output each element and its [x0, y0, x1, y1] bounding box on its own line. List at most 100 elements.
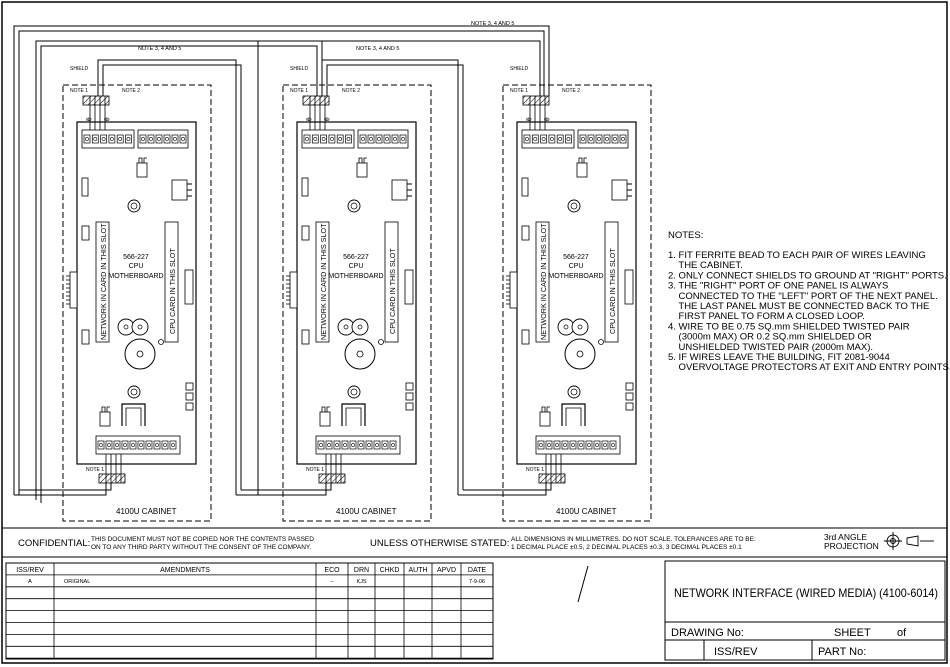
unless-label: UNLESS OTHERWISE STATED: [370, 538, 509, 549]
cpu-card-slot [384, 221, 399, 343]
amendments-header: DRN [354, 567, 369, 574]
note-line: 1. FIT FERRITE BEAD TO EACH PAIR OF WIRE… [668, 250, 926, 261]
ferrite-bead-top [82, 95, 110, 106]
amendments-cell: – [330, 579, 334, 585]
note2-label: NOTE 2 [122, 88, 140, 94]
slot-left-label: NETWORK IN CARD IN THIS SLOT [99, 223, 108, 340]
edge-connector [289, 271, 298, 309]
note-line: OVERVOLTAGE PROTECTORS AT EXIT AND ENTRY… [668, 362, 950, 373]
svg-text:ↂ: ↂ [526, 117, 532, 122]
top-left-connector [521, 129, 575, 149]
cabinet-label: 4100U CABINET [336, 507, 397, 516]
note-line: 3. THE "RIGHT" PORT OF ONE PANEL IS ALWA… [668, 281, 888, 292]
projection-line2: PROJECTION [824, 541, 879, 551]
board-line2: CPU [129, 263, 144, 270]
unless-text-1: ALL DIMENSIONS IN MILLIMETRES. DO NOT SC… [511, 536, 756, 543]
confidential-text-2: ON TO ANY THIRD PARTY WITHOUT THE CONSEN… [91, 544, 311, 551]
amendments-cell: KJS [356, 579, 366, 585]
note-line: 2. ONLY CONNECT SHIELDS TO GROUND AT "RI… [668, 270, 947, 281]
note1-bottom-label: NOTE 1 [86, 467, 104, 473]
amendments-header: APVD [437, 567, 456, 574]
network-loop-wiring [13, 25, 552, 503]
panel-1: SHIELD NOTE 1 NOTE 2 NOTE 1 ↂ ↂ NETWORK [62, 66, 212, 522]
cpu-card-slot [164, 221, 179, 343]
jumper-connector [576, 162, 588, 178]
ferrite-bead-bottom [98, 473, 126, 484]
svg-text:ↂ: ↂ [86, 117, 92, 122]
panel-2: SHIELD NOTE 1 NOTE 2 NOTE 1 ↂ ↂ NETWORK [282, 66, 432, 522]
top-right-connector [137, 129, 189, 149]
amendments-cell: 7-9-06 [469, 579, 485, 585]
slot-right-label: CPU CARD IN THIS SLOT [608, 248, 617, 334]
note-line: THE LAST PANEL MUST BE CONNECTED BACK TO… [668, 301, 929, 312]
amendments-header: DATE [468, 567, 486, 574]
title-block: NETWORK INTERFACE (WIRED MEDIA) (4100-60… [664, 560, 946, 661]
note1-bottom-label: NOTE 1 [306, 467, 324, 473]
shield-label: SHIELD [290, 66, 308, 72]
sheet-label: SHEET [834, 627, 871, 639]
amendments-header: CHKD [380, 567, 400, 574]
unless-text-2: 1 DECIMAL PLACE ±0.5, 2 DECIMAL PLACES ±… [511, 544, 742, 551]
ferrite-bead-bottom [538, 473, 566, 484]
note1-label: NOTE 1 [510, 88, 528, 94]
note-line: UNSHIELDED TWISTED PAIR (2000m MAX). [668, 342, 873, 353]
top-right-connector [357, 129, 409, 149]
divider-slash [577, 565, 589, 603]
board-line2: CPU [569, 263, 584, 270]
side-connector [611, 179, 628, 201]
notes-block: NOTES: 1. FIT FERRITE BEAD TO EACH PAIR … [668, 230, 950, 373]
board-part-number: 566-227 [343, 254, 369, 261]
board-line3: MOTHERBOARD [108, 273, 163, 280]
slot-left-label: NETWORK IN CARD IN THIS SLOT [319, 223, 328, 340]
slot-left-label: NETWORK IN CARD IN THIS SLOT [539, 223, 548, 340]
svg-text:ↂ: ↂ [324, 117, 330, 122]
note1-label: NOTE 1 [70, 88, 88, 94]
board-line2: CPU [349, 263, 364, 270]
network-card-slot [535, 221, 550, 343]
note-line: (3000m MAX) OR 0.2 SQ.mm SHIELDED OR [668, 332, 872, 343]
drawing-no-label: DRAWING No: [671, 627, 744, 639]
note2-label: NOTE 2 [562, 88, 580, 94]
amendments-header: ISS/REV [16, 567, 44, 574]
cabinet-outline [282, 84, 432, 522]
wire-label-panel-2-3: NOTE 3, 4 AND 5 [356, 46, 399, 52]
third-angle-projection-symbol [884, 532, 934, 550]
board-line3: MOTHERBOARD [328, 273, 383, 280]
edge-connector [69, 271, 78, 309]
jumper-connector [136, 162, 148, 178]
note1-label: NOTE 1 [290, 88, 308, 94]
cabinet-outline [502, 84, 652, 522]
shield-label: SHIELD [510, 66, 528, 72]
board-line3: MOTHERBOARD [548, 273, 603, 280]
network-card-slot [95, 221, 110, 343]
note1-bottom-label: NOTE 1 [526, 467, 544, 473]
cabinet-label: 4100U CABINET [556, 507, 617, 516]
part-no-label: PART No: [818, 646, 866, 658]
slot-right-label: CPU CARD IN THIS SLOT [168, 248, 177, 334]
ferrite-bead-bottom [318, 473, 346, 484]
wire-label-outer: NOTE 3, 4 AND 5 [471, 21, 514, 27]
edge-connector [509, 271, 518, 309]
note-line: 5. IF WIRES LEAVE THE BUILDING, FIT 2081… [668, 352, 890, 363]
note-line: CONNECTED TO THE "LEFT" PORT OF THE NEXT… [668, 291, 938, 302]
notes-heading: NOTES: [668, 230, 703, 241]
note-line: 4. WIRE TO BE 0.75 SQ.mm SHIELDED TWISTE… [668, 321, 910, 332]
amendments-cell: ORIGINAL [64, 579, 90, 585]
jumper-connector [356, 162, 368, 178]
amendments-cell: A [28, 579, 32, 585]
amendments-header: ECO [324, 567, 340, 574]
board-part-number: 566-227 [123, 254, 149, 261]
slot-right-label: CPU CARD IN THIS SLOT [388, 248, 397, 334]
shield-label: SHIELD [70, 66, 88, 72]
ferrite-bead-top [522, 95, 550, 106]
top-left-connector [81, 129, 135, 149]
board-part-number: 566-227 [563, 254, 589, 261]
panel-3: SHIELD NOTE 1 NOTE 2 NOTE 1 ↂ ↂ NETWORK [502, 66, 652, 522]
network-card-slot [315, 221, 330, 343]
svg-text:ↂ: ↂ [306, 117, 312, 122]
note-line: FIRST PANEL TO FORM A CLOSED LOOP. [668, 311, 865, 322]
side-connector [171, 179, 188, 201]
top-left-connector [301, 129, 355, 149]
